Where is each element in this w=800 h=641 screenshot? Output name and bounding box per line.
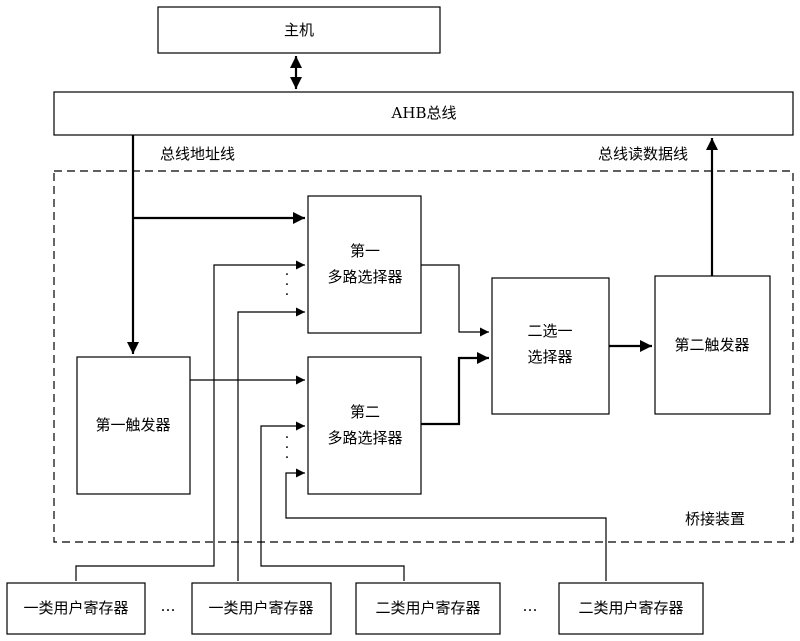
flipflop1-label: 第一触发器 <box>95 416 170 434</box>
flipflop2-block: 第二触发器 <box>655 276 770 414</box>
mux1-input-dot-3: · <box>285 287 289 303</box>
mux1-block: 第一 多路选择器 <box>308 196 421 333</box>
host-block: 主机 <box>158 7 440 53</box>
mux1-label-line1: 第一 <box>350 242 380 260</box>
mux1-to-selector-arrow <box>421 265 489 332</box>
register-ellipsis-1: … <box>161 597 176 615</box>
selector-2to1-block: 二选一 选择器 <box>492 278 609 414</box>
register-1-block: 一类用户寄存器 <box>7 583 145 634</box>
register-2-label: 一类用户寄存器 <box>208 599 313 617</box>
selector-2to1-label-line2: 选择器 <box>527 348 572 366</box>
register-3-label: 二类用户寄存器 <box>375 599 480 617</box>
mux2-input-dot-3: · <box>285 450 289 466</box>
register-4-block: 二类用户寄存器 <box>559 583 703 634</box>
selector-2to1-label-line1: 二选一 <box>527 322 572 340</box>
mux2-to-selector-arrow <box>421 358 489 424</box>
mux1-label-line2: 多路选择器 <box>327 268 402 286</box>
register-1-label: 一类用户寄存器 <box>23 599 128 617</box>
mux2-label-line2: 多路选择器 <box>327 429 402 447</box>
flipflop1-block: 第一触发器 <box>77 357 190 494</box>
bridge-label: 桥接装置 <box>685 510 745 528</box>
bus-address-line-label: 总线地址线 <box>160 145 235 163</box>
register-ellipsis-2: … <box>523 597 538 615</box>
register-3-block: 二类用户寄存器 <box>356 583 500 634</box>
mux2-block: 第二 多路选择器 <box>308 357 421 494</box>
bus-read-data-line-label: 总线读数据线 <box>598 145 688 163</box>
ahb-bus-label: AHB总线 <box>391 104 457 122</box>
ahb-bus-block: AHB总线 <box>54 92 793 135</box>
mux2-label-line1: 第二 <box>350 403 380 421</box>
register-4-label: 二类用户寄存器 <box>578 599 683 617</box>
register2-to-mux1-arrow <box>238 312 305 581</box>
flipflop2-label: 第二触发器 <box>674 336 749 354</box>
host-label: 主机 <box>284 21 314 39</box>
register-2-block: 一类用户寄存器 <box>192 583 331 634</box>
